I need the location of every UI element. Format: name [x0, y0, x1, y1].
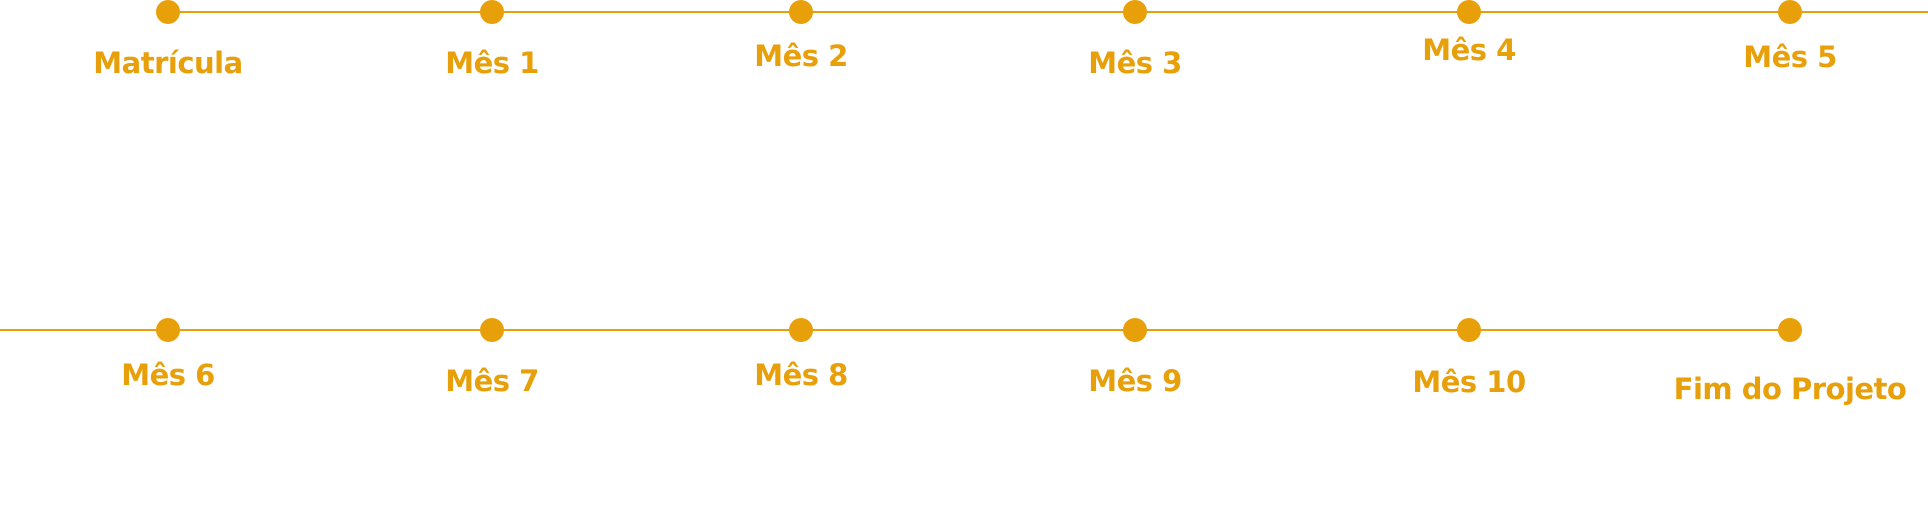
- timeline-line: [0, 329, 1792, 331]
- milestone-dot: [1123, 318, 1147, 342]
- milestone-dot: [156, 318, 180, 342]
- timeline-line: [168, 11, 1928, 13]
- milestone-dot: [1123, 0, 1147, 24]
- milestone-label: Fim do Projeto: [1673, 372, 1907, 406]
- milestone-dot: [480, 0, 504, 24]
- milestone-label: Mês 2: [754, 39, 848, 73]
- milestone-label: Mês 6: [121, 358, 215, 392]
- milestone-dot: [1457, 318, 1481, 342]
- milestone-label: Mês 7: [445, 364, 539, 398]
- milestone-label: Matrícula: [93, 46, 243, 80]
- milestone-dot: [789, 0, 813, 24]
- milestone-dot: [1778, 318, 1802, 342]
- milestone-label: Mês 10: [1412, 365, 1526, 399]
- milestone-label: Mês 3: [1088, 46, 1182, 80]
- milestone-label: Mês 8: [754, 358, 848, 392]
- milestone-label: Mês 5: [1743, 40, 1837, 74]
- milestone-dot: [1778, 0, 1802, 24]
- milestone-label: Mês 4: [1422, 33, 1516, 67]
- milestone-dot: [789, 318, 813, 342]
- timeline-row-bottom: Mês 6 Mês 7 Mês 8 Mês 9 Mês 10 Fim do Pr…: [0, 318, 1928, 438]
- timeline-row-top: Matrícula Mês 1 Mês 2 Mês 3 Mês 4 Mês 5: [0, 0, 1928, 120]
- milestone-dot: [480, 318, 504, 342]
- milestone-dot: [156, 0, 180, 24]
- milestone-label: Mês 9: [1088, 364, 1182, 398]
- milestone-dot: [1457, 0, 1481, 24]
- milestone-label: Mês 1: [445, 46, 539, 80]
